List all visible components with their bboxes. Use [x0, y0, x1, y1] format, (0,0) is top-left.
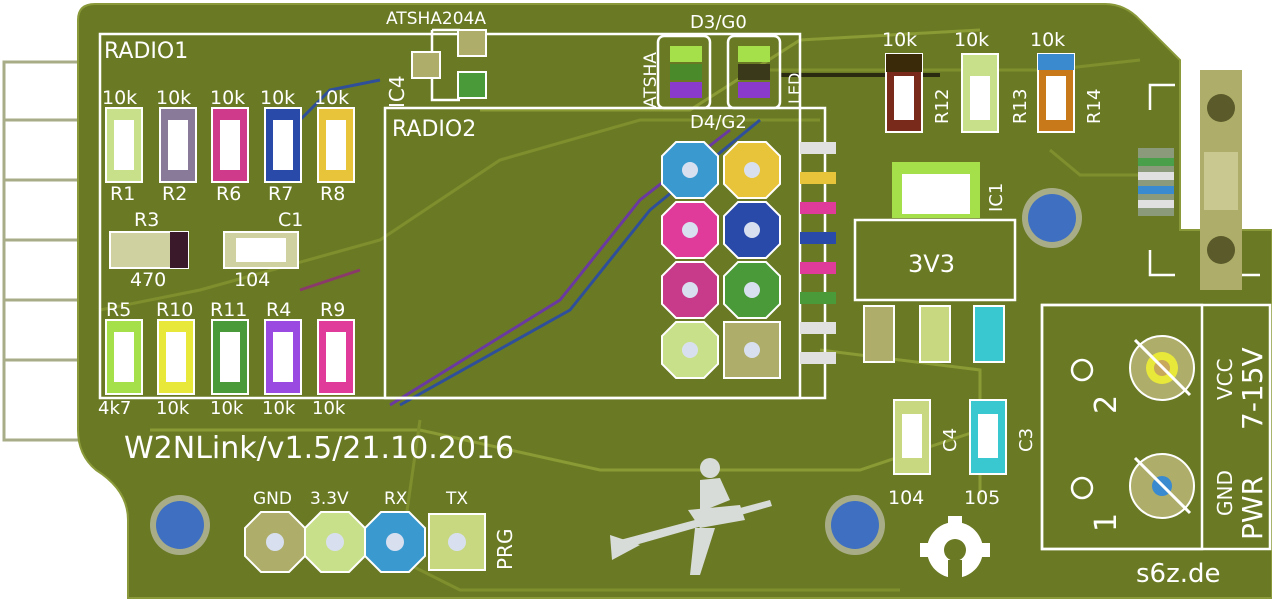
resistor-ref: R8	[320, 183, 345, 205]
resistor-ref: R14	[1084, 89, 1105, 124]
power-pin1-label: 1	[1089, 513, 1124, 532]
pin-label: TX	[445, 489, 468, 509]
resistor-value: 10k	[954, 29, 989, 51]
radio1-label: RADIO1	[104, 39, 188, 64]
led-d4	[738, 46, 770, 98]
cap-ref: C3	[1016, 428, 1037, 452]
resistor-ref: R9	[320, 299, 345, 321]
ic4-chip	[411, 29, 487, 99]
switch-label: S3	[1243, 181, 1253, 192]
resistor-value: 10k	[156, 87, 191, 109]
pin-label: RX	[384, 489, 408, 509]
resistor-value: 10k	[262, 398, 296, 419]
c1-ref: C1	[278, 209, 303, 231]
power-pin2-label: 2	[1089, 395, 1124, 414]
power-terminal	[1070, 335, 1195, 519]
resistor-ref: R10	[156, 299, 193, 321]
pin-label: GND	[253, 489, 292, 509]
resistor-ref: R2	[162, 183, 187, 205]
silkscreen-outlines	[98, 28, 1272, 551]
led-d3	[670, 46, 702, 98]
resistor-value: 10k	[210, 398, 244, 419]
c1-value: 104	[234, 269, 270, 291]
pin-label: 3.3V	[310, 489, 349, 509]
resistor-ref: R7	[268, 183, 293, 205]
ic1-regulator	[863, 162, 1005, 363]
capacitors	[893, 399, 1007, 475]
pwr-label: PWR	[1236, 476, 1269, 540]
right-resistors	[885, 53, 1075, 133]
resistor-ref: R13	[1010, 89, 1031, 124]
resistor-row-top	[105, 107, 355, 183]
resistor-value: 10k	[102, 87, 137, 109]
resistor-ref: R5	[106, 299, 131, 321]
cap-value: 105	[964, 487, 1000, 509]
led-label: LED	[785, 73, 804, 104]
resistor-ref: R6	[216, 183, 241, 205]
vcc-label: VCC	[1213, 358, 1237, 400]
d3-label: D3/G0	[690, 12, 747, 33]
cap-value: 104	[888, 487, 924, 509]
voltage-range-label: 7-15V	[1236, 347, 1269, 430]
resistor-row-bottom	[105, 319, 355, 395]
resistor-value: 10k	[312, 398, 346, 419]
atsha-vertical-label: ATSHA	[641, 52, 661, 108]
antenna-outline	[2, 60, 78, 442]
cap-ref: C4	[940, 428, 961, 452]
r3-ref: R3	[134, 209, 159, 231]
resistor-value: 10k	[882, 29, 917, 51]
r3-value: 470	[130, 269, 166, 291]
witch-logo	[610, 458, 772, 575]
atsha-label: ATSHA204A	[386, 9, 486, 29]
resistor-ref: R1	[110, 183, 135, 205]
regulator-label: 3V3	[908, 250, 955, 278]
resistor-value: 10k	[210, 87, 245, 109]
prg-label: PRG	[493, 529, 517, 570]
d4-label: D4/G2	[690, 112, 747, 133]
mounting-holes	[150, 188, 1082, 555]
r3-c1-parts	[109, 231, 299, 269]
ic4-label: IC4	[385, 75, 409, 108]
prg-header	[244, 511, 486, 573]
switch-s3	[1138, 70, 1242, 290]
board-title: W2NLink/v1.5/21.10.2016	[124, 431, 514, 466]
oshw-gear-icon	[920, 516, 990, 590]
resistor-ref: R4	[266, 299, 291, 321]
resistor-value: 10k	[314, 87, 349, 109]
resistor-value: 10k	[156, 398, 190, 419]
gnd-label: GND	[1213, 470, 1237, 516]
ic1-label: IC1	[986, 183, 1007, 212]
resistor-value: 10k	[1030, 29, 1065, 51]
site-label: s6z.de	[1136, 559, 1221, 589]
resistor-value: 10k	[260, 87, 295, 109]
resistor-ref: R12	[932, 89, 953, 124]
radio2-header	[661, 141, 836, 379]
resistor-ref: R11	[210, 299, 247, 321]
radio2-label: RADIO2	[392, 117, 476, 142]
resistor-value: 4k7	[98, 398, 131, 419]
